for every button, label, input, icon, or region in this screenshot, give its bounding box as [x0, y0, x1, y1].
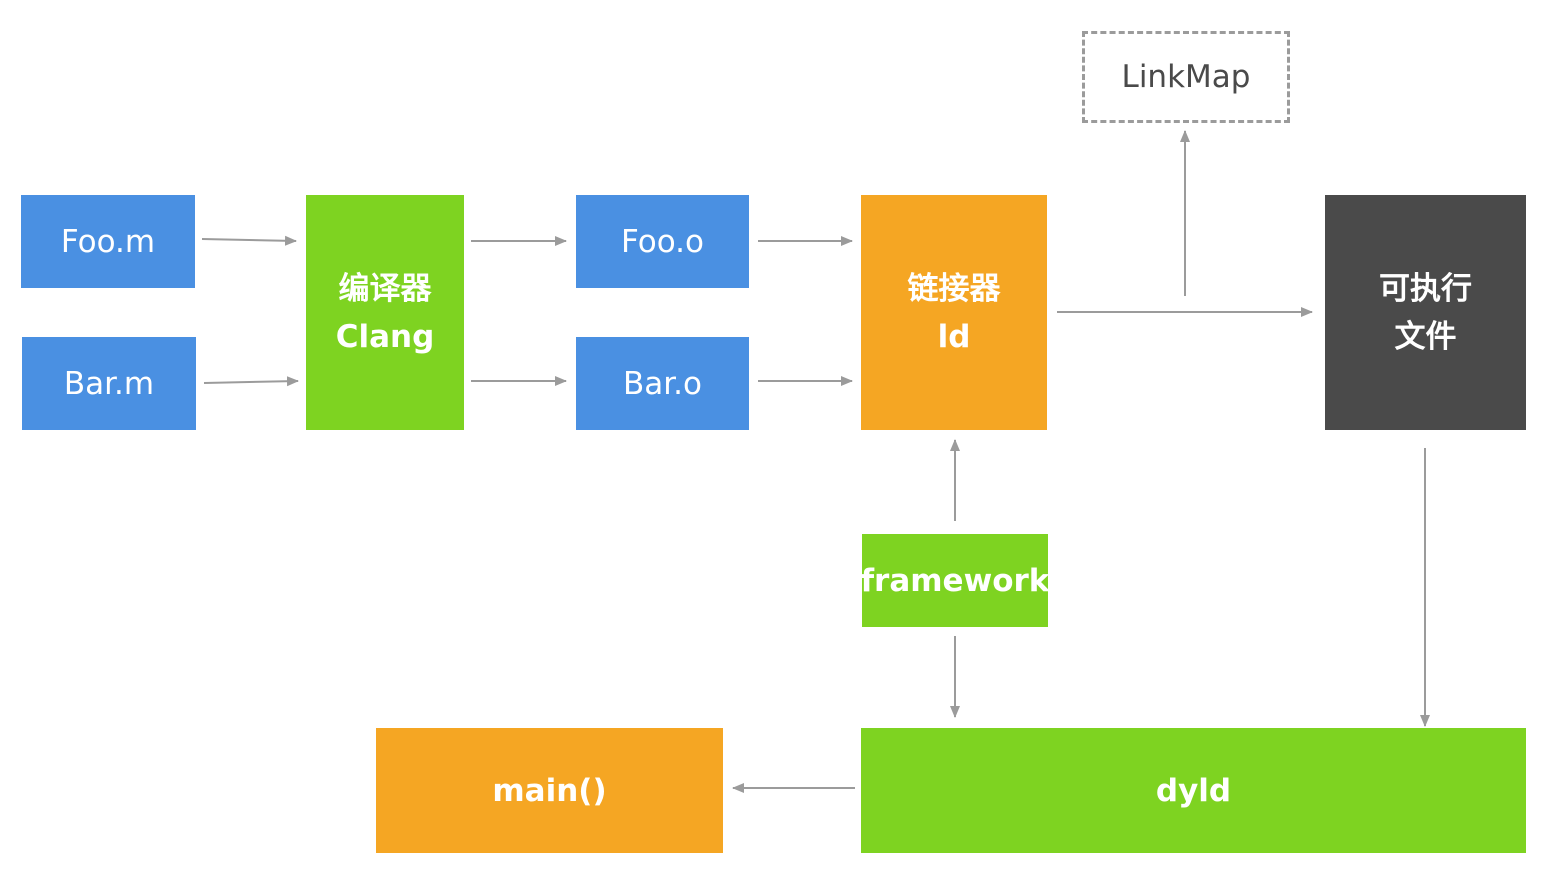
executable-node: 可执行 文件	[1325, 195, 1526, 430]
compiler-label-cn: 编译器	[338, 270, 432, 307]
foo-o-label: Foo.o	[621, 223, 704, 260]
executable-label-line1: 可执行	[1379, 270, 1472, 307]
linker-label-en: ld	[937, 318, 971, 355]
framework-node: framework	[860, 534, 1050, 627]
arrow-bar-m-to-compiler	[203, 376, 299, 387]
foo-m-node: Foo.m	[21, 195, 195, 288]
executable-label-line2: 文件	[1394, 318, 1457, 355]
compiler-node: 编译器 Clang	[306, 195, 464, 430]
bar-m-label: Bar.m	[63, 365, 155, 402]
framework-label: framework	[860, 562, 1050, 599]
main-node: main()	[376, 728, 723, 853]
dyld-node: dyld	[861, 728, 1526, 853]
linkmap-node: LinkMap	[1082, 31, 1290, 123]
bar-m-node: Bar.m	[22, 337, 196, 430]
foo-m-label: Foo.m	[60, 223, 156, 260]
compiler-label-en: Clang	[335, 318, 435, 355]
bar-o-node: Bar.o	[576, 337, 749, 430]
arrow-foo-m-to-compiler	[201, 235, 297, 246]
bar-o-label: Bar.o	[623, 365, 702, 402]
dyld-label: dyld	[1155, 772, 1232, 809]
linker-node: 链接器 ld	[861, 195, 1047, 430]
foo-o-node: Foo.o	[576, 195, 749, 288]
main-label: main()	[492, 772, 607, 809]
linker-label-cn: 链接器	[907, 270, 1001, 307]
linkmap-label: LinkMap	[1121, 59, 1251, 95]
